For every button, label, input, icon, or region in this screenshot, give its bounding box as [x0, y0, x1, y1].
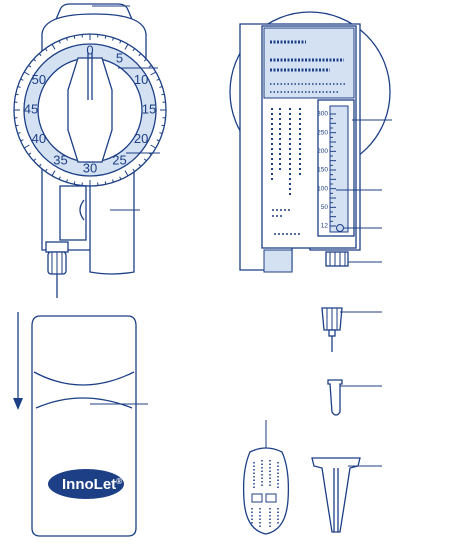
dose-scale-labels: 300 250 200 150 100 50 12: [317, 111, 328, 230]
instruction-label-header: [263, 27, 355, 99]
dose-scale-label: 150: [317, 167, 328, 174]
pen-back-view: 300 250 200 150 100 50 12: [229, 11, 391, 273]
dose-dial-tick: [104, 181, 107, 185]
dose-dial-tick: [15, 124, 19, 127]
dose-dial-ticks: [14, 34, 166, 186]
dose-dial-tick: [20, 78, 24, 81]
needle-base: [328, 329, 336, 337]
dose-dial-labels: 0 5 10 15 20 25 30 35 40 45 50: [24, 42, 156, 175]
dose-dial-tick: [104, 35, 107, 39]
dose-scale-label: 50: [321, 204, 329, 211]
needle-container: [311, 457, 361, 533]
window-notch: [79, 199, 85, 221]
dose-dial-tick: [28, 64, 32, 68]
dose-dial-tick: [159, 132, 163, 134]
dose-dial-tick: [161, 124, 165, 127]
dose-dial-label: 30: [83, 160, 97, 175]
dose-dial-tick: [73, 181, 76, 185]
dose-dial-tick: [161, 93, 165, 96]
dose-dial-label: 35: [53, 153, 67, 168]
instruction-text-columns: [271, 108, 301, 235]
dose-dial-tick: [159, 86, 163, 88]
insulin-cartridge-holder: [89, 159, 135, 275]
dose-dial-tick: [150, 71, 157, 76]
dose-dial-tick: [112, 37, 114, 41]
dose-dial-tick: [66, 179, 68, 183]
needle-unit: [321, 307, 343, 352]
dose-dial-tick: [51, 43, 56, 50]
dose-dial-tick: [73, 35, 76, 39]
dose-dial-tick: [124, 170, 129, 177]
dose-dial-tick: [148, 64, 152, 68]
dose-dial-tick: [124, 43, 129, 50]
pen-cap: InnoLet®: [31, 315, 137, 537]
inner-needle-cap: [327, 379, 343, 416]
dose-dial-label: 40: [32, 131, 46, 146]
pen-cap-outline: [31, 315, 137, 537]
dose-dial-tick: [132, 48, 136, 52]
dose-scale-label: 250: [317, 129, 328, 136]
needle-peel-tab: [242, 447, 290, 535]
dose-dial-tick: [38, 53, 42, 57]
dose-dial-tick: [150, 144, 157, 149]
dose-dial-label: 45: [24, 101, 38, 116]
dose-dial-tick: [23, 71, 30, 76]
dose-dial-grip: [67, 57, 113, 163]
dose-dial-label: 10: [134, 72, 148, 87]
dose-scale-label: 300: [317, 111, 328, 118]
innolet-logo: [48, 469, 124, 499]
dose-dial-tick: [51, 170, 56, 177]
dose-dial-tick: [38, 163, 42, 167]
dose-dial-tick: [17, 132, 21, 134]
dose-scale-label: 100: [317, 185, 328, 192]
dose-dial-tick: [33, 58, 37, 62]
threaded-connector: [325, 251, 349, 267]
pen-cap-contour: [33, 371, 135, 386]
dose-scale-ticks: [330, 113, 336, 227]
dose-dial-tick: [156, 139, 160, 142]
dose-dial-tick: [66, 37, 68, 41]
dose-dial-tick: [143, 158, 147, 162]
dose-dial-tick: [112, 179, 114, 183]
dose-scale-label: 200: [317, 148, 328, 155]
dose-dial-tick: [58, 40, 61, 44]
dose-dial-label: 15: [142, 101, 156, 116]
dose-dial-tick: [17, 86, 21, 88]
dose-dial-tick: [58, 176, 61, 180]
dose-dial-tick: [138, 53, 142, 57]
dose-dial-tick: [119, 176, 122, 180]
dose-dial-label: 5: [116, 50, 123, 65]
dose-dial-tick: [138, 163, 142, 167]
dose-dial-tick: [28, 152, 32, 156]
innolet-logo-text: InnoLet®: [62, 476, 122, 493]
dose-dial-tick: [143, 58, 147, 62]
dose-dial-tick: [156, 78, 160, 81]
dose-dial-label: 20: [134, 131, 148, 146]
dose-dial-tick: [44, 168, 48, 172]
cartridge-window: [59, 185, 87, 241]
dose-dial-tick: [20, 139, 24, 142]
dose-scale-track: [329, 105, 349, 233]
dose-dial-label: 50: [32, 72, 46, 87]
pen-front-view: 0 5 10 15 20 25 30 35 40 45 50: [13, 3, 167, 298]
scale-indicator-dot: [336, 224, 344, 232]
needle-hub: [45, 241, 69, 253]
dose-dial-label: 25: [112, 153, 126, 168]
dose-scale-label: 12: [321, 223, 329, 230]
dose-dial-tick: [23, 144, 30, 149]
dose-dial-tick: [33, 158, 37, 162]
dose-dial-label: 0: [86, 42, 93, 57]
dose-dial-tick: [132, 168, 136, 172]
arrow-down-icon: [13, 312, 23, 410]
dose-dial-tick: [119, 40, 122, 44]
pen-back-foot: [263, 249, 293, 273]
dose-dial-tick: [44, 48, 48, 52]
dose-dial-tick: [15, 93, 19, 96]
